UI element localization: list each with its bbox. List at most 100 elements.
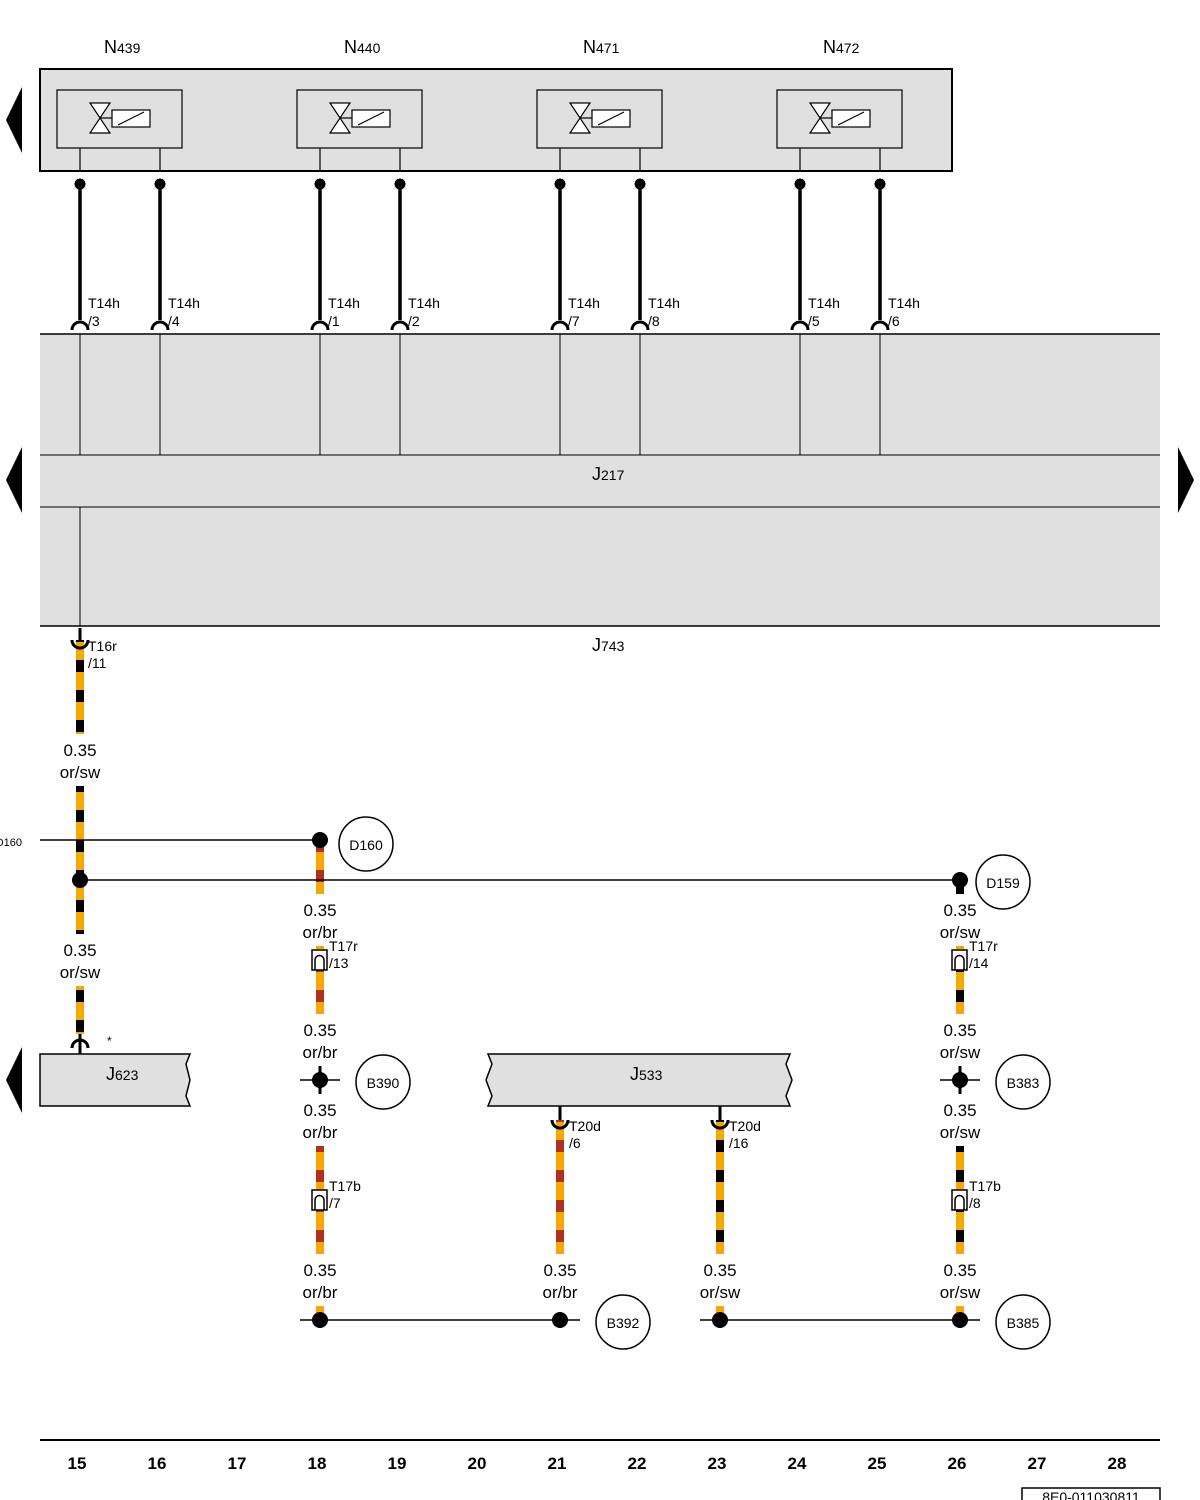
diagram-reference: 8E0-011030811: [1021, 1487, 1161, 1500]
svg-text:D159: D159: [986, 875, 1020, 891]
wire-label: 0.35 or/sw: [940, 1261, 981, 1302]
connector-t14h-5: T14h/5: [808, 295, 840, 329]
connector-t14h-7: T14h/7: [568, 295, 600, 329]
svg-text:T14h: T14h: [328, 295, 360, 311]
wire-label: 0.35 or/sw: [60, 741, 101, 782]
valve-solenoid-icon: [536, 89, 663, 149]
connector-t14h-4: T14h/4: [168, 295, 200, 329]
svg-text:T20d: T20d: [569, 1118, 601, 1134]
splice-b392[interactable]: B392: [595, 1294, 651, 1350]
grid-number: 17: [228, 1454, 247, 1473]
grid-number: 19: [388, 1454, 407, 1473]
j623-box: J623: [39, 1053, 192, 1107]
svg-text:0.35: 0.35: [303, 1021, 336, 1040]
svg-text:N439: N439: [104, 37, 141, 57]
grid-number: 18: [308, 1454, 327, 1473]
svg-text:or/sw: or/sw: [60, 763, 101, 782]
svg-text:0.35: 0.35: [943, 1261, 976, 1280]
control-unit-lines: [40, 333, 1160, 627]
grid-number: 15: [68, 1454, 87, 1473]
splice-b383[interactable]: B383: [995, 1054, 1051, 1110]
splice-b390[interactable]: B390: [355, 1054, 411, 1110]
svg-text:or/br: or/br: [303, 1123, 338, 1142]
svg-text:or/sw: or/sw: [60, 963, 101, 982]
connector-cup-icons: [70, 639, 730, 1130]
connector-t14h-8: T14h/8: [648, 295, 680, 329]
wire-label: 0.35 or/br: [303, 1101, 338, 1142]
left-arrow-icon[interactable]: [6, 447, 22, 513]
n471-label: N471: [583, 37, 620, 57]
svg-text:T14h: T14h: [168, 295, 200, 311]
wire-label: 0.35 or/sw: [940, 1021, 981, 1062]
svg-text:or/sw: or/sw: [940, 1283, 981, 1302]
svg-text:T17r: T17r: [969, 938, 998, 954]
j743-label: J743: [592, 635, 625, 655]
connector-t17b-8: T17b/8: [969, 1178, 1001, 1211]
svg-text:/6: /6: [888, 313, 900, 329]
connector-t16r-11: T16r/11: [88, 638, 117, 671]
splice-d159[interactable]: D159: [975, 854, 1031, 910]
connector-t17b-7: T17b/7: [329, 1178, 361, 1211]
connector-t14h-3: T14h/3: [88, 295, 120, 329]
splice-b385[interactable]: B385: [995, 1294, 1051, 1350]
grid-number: 20: [468, 1454, 487, 1473]
n472-label: N472: [823, 37, 860, 57]
svg-text:/7: /7: [568, 313, 580, 329]
svg-text:T14h: T14h: [568, 295, 600, 311]
svg-text:B392: B392: [607, 1315, 640, 1331]
svg-text:T14h: T14h: [648, 295, 680, 311]
svg-text:/4: /4: [168, 313, 180, 329]
valve-wires: [78, 184, 882, 320]
splice-dot-icon: [74, 178, 886, 190]
svg-text:T17r: T17r: [329, 938, 358, 954]
svg-text:T14h: T14h: [808, 295, 840, 311]
svg-text:B385: B385: [1007, 1315, 1040, 1331]
svg-text:or/br: or/br: [303, 1043, 338, 1062]
n439-label: N439: [104, 37, 141, 57]
inline-connector-icons: [311, 949, 968, 1211]
grid-number: 27: [1028, 1454, 1047, 1473]
internal-leads: [79, 334, 881, 626]
svg-text:T17b: T17b: [329, 1178, 361, 1194]
svg-text:B390: B390: [367, 1075, 400, 1091]
svg-text:T14h: T14h: [88, 295, 120, 311]
grid-number: 24: [788, 1454, 807, 1473]
svg-text:/13: /13: [329, 955, 349, 971]
svg-text:or/sw: or/sw: [940, 1043, 981, 1062]
svg-text:0.35: 0.35: [943, 1021, 976, 1040]
splice-d160[interactable]: D160: [338, 816, 394, 872]
left-arrow-icon[interactable]: [6, 1047, 22, 1113]
grid-number: 16: [148, 1454, 167, 1473]
left-arrow-icon[interactable]: [6, 87, 22, 153]
svg-text:0.35: 0.35: [303, 1261, 336, 1280]
svg-text:T16r: T16r: [88, 638, 117, 654]
svg-text:or/br: or/br: [303, 923, 338, 942]
svg-text:B383: B383: [1007, 1075, 1040, 1091]
svg-text:/16: /16: [729, 1135, 749, 1151]
svg-text:J217: J217: [592, 464, 625, 484]
svg-text:N472: N472: [823, 37, 860, 57]
svg-text:0.35: 0.35: [943, 1101, 976, 1120]
svg-text:/3: /3: [88, 313, 100, 329]
j533-box: J533: [485, 1053, 793, 1107]
connector-stubs: [78, 628, 722, 1120]
svg-text:0.35: 0.35: [303, 901, 336, 920]
svg-text:or/sw: or/sw: [700, 1283, 741, 1302]
valve-solenoid-icon: [776, 89, 903, 149]
svg-text:/8: /8: [648, 313, 660, 329]
connector-t17r-13: T17r/13: [329, 938, 358, 971]
connector-t14h-1: T14h/1: [328, 295, 360, 329]
svg-text:/6: /6: [569, 1135, 581, 1151]
grid-numbers: 15 16 17 18 19 20 21 22 23 24 25 26 27 2…: [68, 1454, 1127, 1473]
right-arrow-icon[interactable]: [1178, 447, 1194, 513]
control-unit-housing: [40, 334, 1160, 626]
svg-text:0.35: 0.35: [303, 1101, 336, 1120]
svg-text:D160: D160: [349, 837, 383, 853]
svg-text:N440: N440: [344, 37, 381, 57]
connector-t14h-2: T14h/2: [408, 295, 440, 329]
svg-text:0.35: 0.35: [63, 741, 96, 760]
grid-number: 22: [628, 1454, 647, 1473]
